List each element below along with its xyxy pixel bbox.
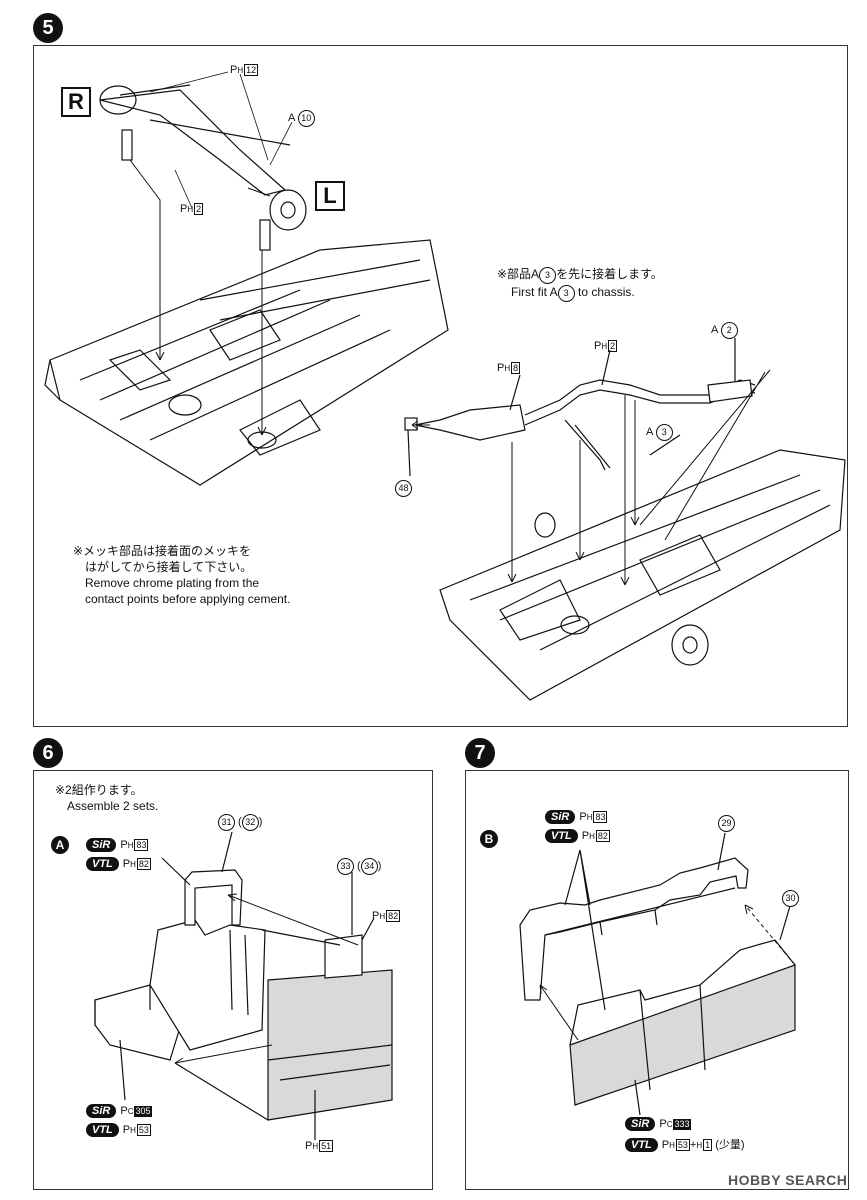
step-6-number: 6 bbox=[33, 738, 63, 768]
chrome-note-jp-1: ※メッキ部品は接着面のメッキを bbox=[73, 544, 252, 558]
step-6-panel bbox=[33, 770, 433, 1190]
part-31-32: 31 (32) bbox=[218, 814, 262, 831]
chrome-note-jp-2: はがしてから接着して下さい。 bbox=[85, 560, 253, 574]
step-6-note-en: Assemble 2 sets. bbox=[67, 799, 159, 813]
sir-badge: SiR bbox=[545, 810, 576, 824]
part-33-34: 33 (34) bbox=[337, 858, 381, 875]
step-7-sub-label-b: B bbox=[480, 830, 498, 848]
part-a3: A 3 bbox=[646, 424, 673, 441]
step-7-panel bbox=[465, 770, 849, 1190]
part-30: 30 bbox=[782, 890, 799, 907]
step-5-panel bbox=[33, 45, 848, 727]
step-5-number: 5 bbox=[33, 13, 63, 43]
sir-badge: SiR bbox=[625, 1117, 656, 1131]
step-6-sub-label-a: A bbox=[51, 836, 69, 854]
step-7-number: 7 bbox=[465, 738, 495, 768]
vtl-badge: VTL bbox=[86, 1123, 119, 1137]
side-r-label: R bbox=[61, 87, 91, 117]
part-48: 48 bbox=[395, 480, 412, 497]
part-29: 29 bbox=[718, 815, 735, 832]
part-a10: A 10 bbox=[288, 110, 315, 127]
chrome-note: ※メッキ部品は接着面のメッキを はがしてから接着して下さい。 Remove ch… bbox=[73, 543, 290, 607]
side-l-label: L bbox=[315, 181, 345, 211]
chrome-note-en-2: contact points before applying cement. bbox=[85, 592, 291, 606]
sir-badge: SiR bbox=[86, 838, 117, 852]
sir-badge: SiR bbox=[86, 1104, 117, 1118]
step-6-note-jp: ※2組作ります。 bbox=[55, 783, 143, 797]
part-a2: A 2 bbox=[711, 322, 738, 339]
chrome-note-en-1: Remove chrome plating from the bbox=[85, 576, 260, 590]
watermark: HOBBY SEARCH bbox=[728, 1172, 848, 1188]
vtl-badge: VTL bbox=[625, 1138, 658, 1152]
vtl-badge: VTL bbox=[86, 857, 119, 871]
vtl-badge: VTL bbox=[545, 829, 578, 843]
step-6-note: ※2組作ります。 Assemble 2 sets. bbox=[55, 782, 158, 814]
